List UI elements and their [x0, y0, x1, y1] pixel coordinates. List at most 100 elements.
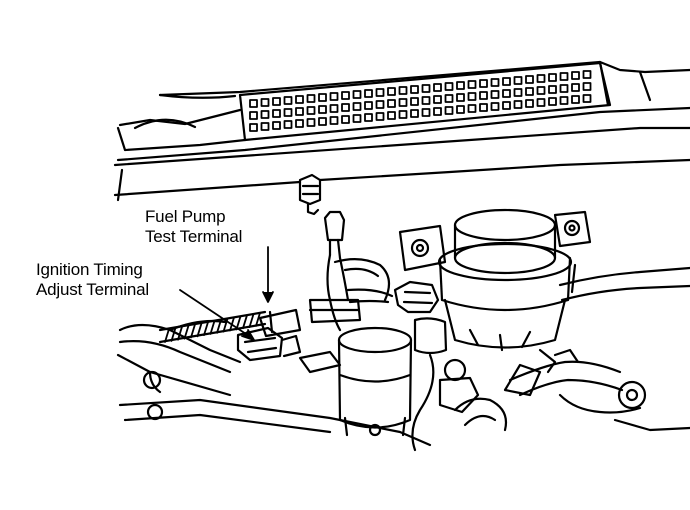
- grille-cell: [375, 112, 385, 121]
- grille-cell: [444, 106, 454, 115]
- grille-cell: [467, 92, 477, 101]
- grille-cell: [341, 115, 350, 124]
- grille-cell: [318, 93, 327, 102]
- grille-cell: [387, 87, 396, 96]
- ignition-leader-arrow: [241, 329, 255, 341]
- grille-cell: [548, 73, 557, 82]
- grille-cell: [375, 100, 385, 109]
- cowl-panel: [116, 60, 690, 162]
- grille-cell: [318, 105, 327, 114]
- grille-cell: [502, 89, 511, 98]
- wire-harness: [308, 258, 394, 324]
- grille-cell: [513, 76, 523, 85]
- grille-cell: [559, 84, 569, 93]
- grille-cell: [502, 101, 511, 110]
- grille-cell: [456, 93, 465, 102]
- grille-cell: [364, 101, 373, 110]
- mounting-bracket: [398, 224, 447, 272]
- grille-cell: [513, 88, 523, 97]
- grille-cell: [444, 82, 454, 91]
- grille-cell: [467, 80, 477, 89]
- grille-cell: [329, 92, 339, 101]
- mounting-bracket-right: [553, 210, 592, 294]
- grille-cell: [318, 117, 327, 126]
- spring-coil: [164, 328, 170, 343]
- spring-coil: [242, 314, 248, 330]
- grille-cell: [571, 95, 580, 104]
- grille-cell: [410, 85, 419, 94]
- grille-cell: [272, 97, 281, 106]
- spring-coil: [177, 325, 183, 341]
- lower-left-hoses: [116, 319, 432, 447]
- grille-cell: [352, 102, 362, 111]
- grille-cell: [582, 94, 592, 103]
- grille-cell: [295, 107, 304, 116]
- grille-cell: [548, 85, 557, 94]
- grille-cell: [525, 75, 534, 84]
- grille-cell: [295, 95, 304, 104]
- spring-coil: [248, 313, 255, 328]
- grille-cell: [410, 109, 419, 118]
- grille-cell: [260, 122, 270, 131]
- grille-cell: [398, 110, 408, 119]
- grille-cell: [582, 70, 592, 79]
- grille-cell: [548, 97, 557, 106]
- grille-cell: [295, 119, 304, 128]
- grille-cell: [306, 118, 316, 127]
- grille-cell: [433, 95, 442, 104]
- grille-cell: [341, 91, 350, 100]
- grille-cell: [536, 86, 546, 95]
- grille-cell: [479, 103, 488, 112]
- leader-lines: [179, 246, 274, 341]
- grille-cell: [502, 77, 511, 86]
- grille-cell: [249, 111, 258, 120]
- fuel-pump-test-terminal-label: Fuel Pump Test Terminal: [145, 207, 242, 247]
- grille-cell: [352, 114, 362, 123]
- reservoir-canister: [437, 208, 573, 352]
- grille-cell: [456, 105, 465, 114]
- grille-cell: [364, 89, 373, 98]
- grille-cell: [306, 94, 316, 103]
- fuel-line-union: [298, 173, 322, 216]
- spring-coil: [170, 327, 177, 342]
- grille-cell: [444, 94, 454, 103]
- grille-cell: [559, 72, 569, 81]
- grille-cell: [525, 87, 534, 96]
- grille-cell: [260, 110, 270, 119]
- relay-connector: [393, 280, 440, 314]
- grille-cell: [490, 90, 500, 99]
- grille-cell: [398, 98, 408, 107]
- grille-cell: [467, 104, 477, 113]
- grille-cell: [536, 74, 546, 83]
- grille-cell: [375, 88, 385, 97]
- spring-coil: [203, 321, 209, 336]
- grille-cell: [421, 108, 431, 117]
- grille-cell: [306, 106, 316, 115]
- spring-coil: [255, 312, 261, 327]
- grille-cell: [352, 90, 362, 99]
- grille-cell: [387, 111, 396, 120]
- ignition-timing-adjust-terminal: [236, 308, 302, 362]
- grille-cell: [249, 99, 258, 108]
- grille-cell: [490, 102, 500, 111]
- grille-cell: [329, 104, 339, 113]
- grille-cell: [272, 121, 281, 130]
- grille-cell: [479, 91, 488, 100]
- fuel-pump-leader-arrow: [262, 291, 274, 303]
- fuel-pump-label-line-2: Test Terminal: [145, 227, 243, 246]
- grille-cell: [272, 109, 281, 118]
- firewall-ledge: [113, 126, 690, 202]
- grille-cell: [525, 99, 534, 108]
- ignition-timing-adjust-terminal-label: Ignition Timing Adjust Terminal: [36, 260, 149, 300]
- grille-cell: [249, 123, 258, 132]
- grille-cell: [490, 78, 500, 87]
- grille-cell: [283, 108, 293, 117]
- grille-cell: [283, 96, 293, 105]
- grille-cell: [479, 79, 488, 88]
- grille-cell: [433, 83, 442, 92]
- grille-cell: [421, 96, 431, 105]
- grille-cell: [571, 71, 580, 80]
- fuel-filter: [337, 326, 413, 437]
